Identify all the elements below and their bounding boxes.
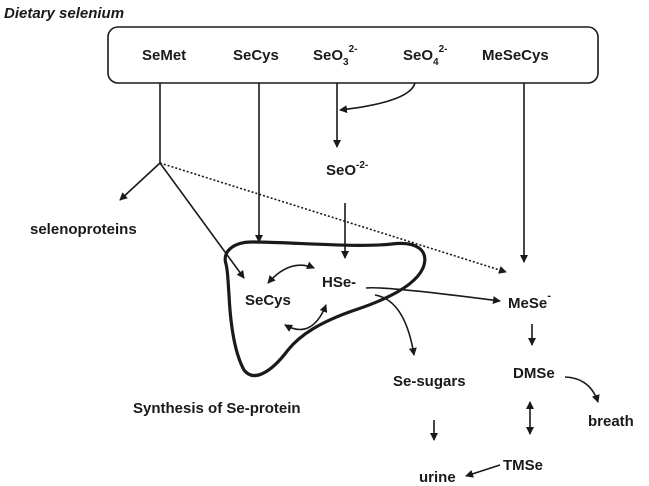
hse-to-sesugars-arrow (374, 294, 417, 356)
liver-cycle-arrow-top (267, 261, 315, 284)
seo-node: SeO-2- (326, 160, 368, 179)
urine-label: urine (419, 469, 456, 486)
svg-text:SeO42-: SeO42- (403, 44, 447, 68)
svg-text:SeO-2-: SeO-2- (326, 160, 368, 179)
source-selenite: SeO32- (313, 44, 357, 68)
dmse-to-breath-arrow (564, 376, 600, 403)
source-semet: SeMet (142, 47, 186, 64)
se-sugars-label: Se-sugars (393, 373, 466, 390)
source-mesecys: MeSeCys (482, 47, 549, 64)
hse-to-mese-arrow (365, 286, 501, 305)
liver-cycle-arrow-bottom (284, 304, 328, 332)
diagram-title: Dietary selenium (4, 5, 124, 22)
svg-text:MeSe-: MeSe- (508, 290, 551, 312)
mese-node: MeSe- (508, 290, 551, 312)
synthesis-label: Synthesis of Se-protein (133, 400, 301, 417)
tmse-to-urine-arrow (465, 464, 501, 478)
source-selenate: SeO42- (403, 44, 447, 68)
svg-text:SeO32-: SeO32- (313, 44, 357, 68)
source-secys: SeCys (233, 47, 279, 64)
breath-label: breath (588, 413, 634, 430)
dietary-sources-box (107, 26, 599, 84)
selenate-to-selenite-arrow (339, 82, 416, 114)
liver-hse: HSe- (322, 274, 356, 291)
semet-arrows (119, 83, 507, 279)
liver-shape (223, 240, 427, 377)
dmse-label: DMSe (513, 365, 555, 382)
selenoproteins-label: selenoproteins (30, 221, 137, 238)
tmse-label: TMSe (503, 457, 543, 474)
liver-secys: SeCys (245, 292, 291, 309)
